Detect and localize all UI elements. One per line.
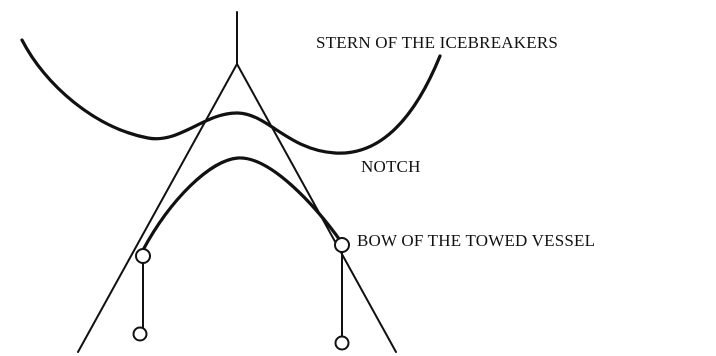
attachment-point-right <box>334 237 350 253</box>
attachment-point-left <box>135 248 151 264</box>
icebreaker-stern-curve <box>20 38 442 155</box>
bridle-line-left <box>77 63 238 353</box>
towed-vessel-bow-curve <box>141 156 344 252</box>
weight-left <box>132 326 148 342</box>
bow-label: BOW OF THE TOWED VESSEL <box>357 231 596 250</box>
weight-right <box>334 335 350 351</box>
notch-label: NOTCH <box>361 157 421 176</box>
bridle-line-right <box>236 63 397 353</box>
stern-label: STERN OF THE ICEBREAKERS <box>316 33 559 52</box>
